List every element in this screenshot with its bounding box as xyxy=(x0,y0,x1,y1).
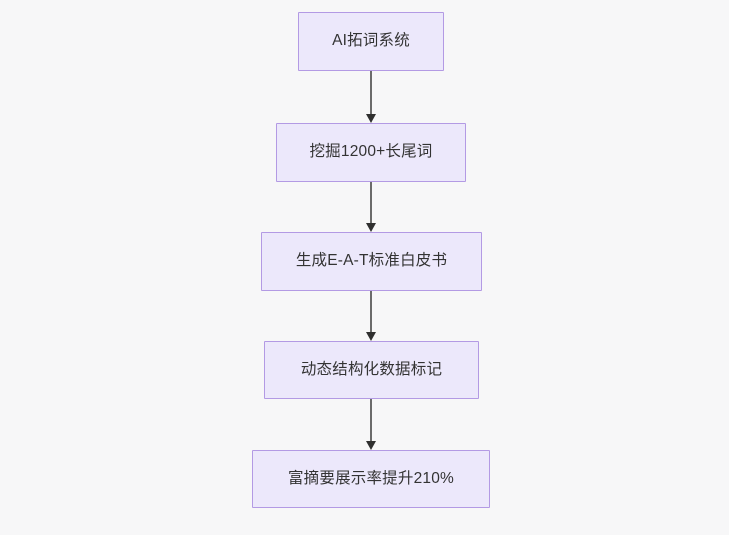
connector-line xyxy=(370,182,372,225)
connector-line xyxy=(370,71,372,116)
flow-node-label: 生成E-A-T标准白皮书 xyxy=(295,252,448,270)
flow-node-mine-longtail-keywords[interactable]: 挖掘1200+长尾词 xyxy=(276,123,466,182)
arrowhead-icon xyxy=(366,332,376,341)
flow-node-label: 富摘要展示率提升210% xyxy=(287,469,455,487)
arrowhead-icon xyxy=(366,441,376,450)
flow-node-label: 挖掘1200+长尾词 xyxy=(309,143,433,161)
flow-node-ai-keyword-system[interactable]: AI拓词系统 xyxy=(298,12,444,71)
flow-node-rich-snippet-lift[interactable]: 富摘要展示率提升210% xyxy=(252,450,490,508)
connector-line xyxy=(370,291,372,334)
arrowhead-icon xyxy=(366,223,376,232)
flow-node-dynamic-structured-data[interactable]: 动态结构化数据标记 xyxy=(264,341,479,399)
connector-line xyxy=(370,399,372,443)
flow-node-label: AI拓词系统 xyxy=(332,32,410,50)
flow-node-generate-eat-whitepaper[interactable]: 生成E-A-T标准白皮书 xyxy=(261,232,482,291)
flow-node-label: 动态结构化数据标记 xyxy=(300,360,443,378)
arrowhead-icon xyxy=(366,114,376,123)
